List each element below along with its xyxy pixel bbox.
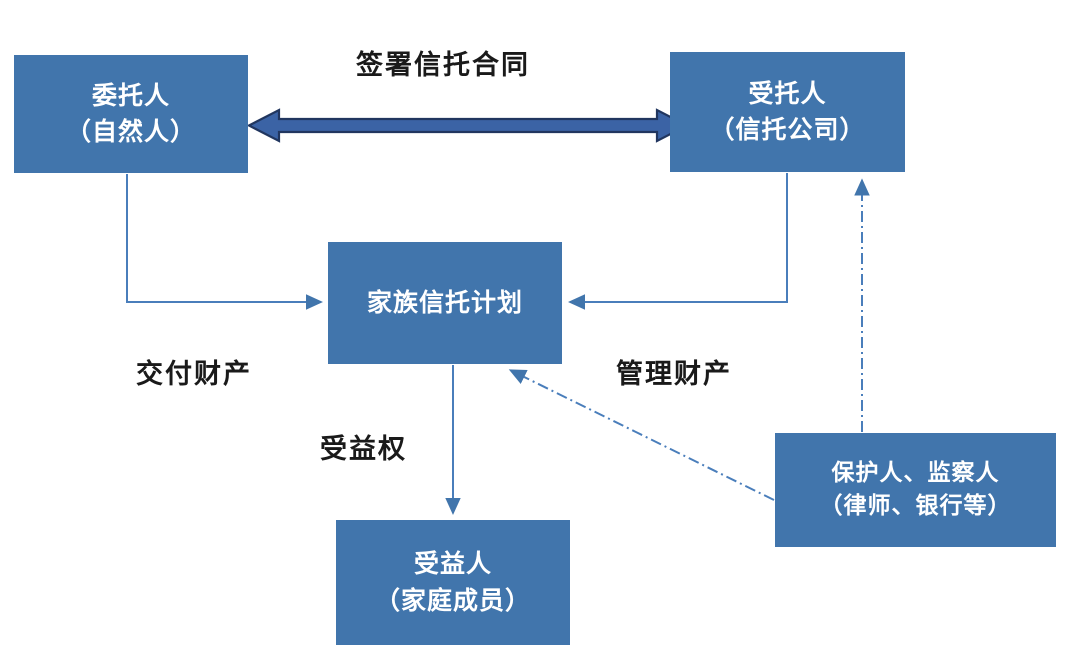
node-settlor-line-2: （自然人）	[65, 117, 196, 146]
node-protector-supervisor[interactable]: 保护人、监察人 （律师、银行等）	[775, 433, 1056, 547]
edge-protector-to-plan	[508, 369, 775, 501]
node-beneficiary-line-2: （家庭成员）	[374, 585, 531, 615]
edge-label-deliver-property: 交付财产	[136, 359, 252, 390]
node-settlor-line-1: 委托人	[91, 80, 170, 110]
node-trustee[interactable]: 受托人 （信托公司）	[670, 52, 905, 172]
edge-label-beneficial-right: 受益权	[320, 434, 407, 465]
node-family-trust-plan[interactable]: 家族信托计划	[328, 242, 562, 364]
edge-settlor-to-trustee	[246, 108, 690, 143]
edge-trustee-to-plan	[567, 173, 788, 310]
node-beneficiary-line-1: 受益人	[413, 549, 492, 579]
node-plan-line-1: 家族信托计划	[366, 287, 523, 317]
node-trustee-line-2: （信托公司）	[709, 115, 866, 144]
node-settlor[interactable]: 委托人 （自然人）	[14, 55, 248, 173]
node-protector-line-1: 保护人、监察人	[831, 459, 1000, 486]
edge-label-sign-trust-contract: 签署信托合同	[356, 50, 530, 81]
edge-settlor-to-plan	[126, 174, 324, 310]
node-protector-line-2: （律师、银行等）	[819, 493, 1012, 519]
node-trustee-line-1: 受托人	[748, 78, 827, 108]
edge-label-manage-property: 管理财产	[616, 359, 732, 390]
node-beneficiary[interactable]: 受益人 （家庭成员）	[336, 520, 570, 645]
